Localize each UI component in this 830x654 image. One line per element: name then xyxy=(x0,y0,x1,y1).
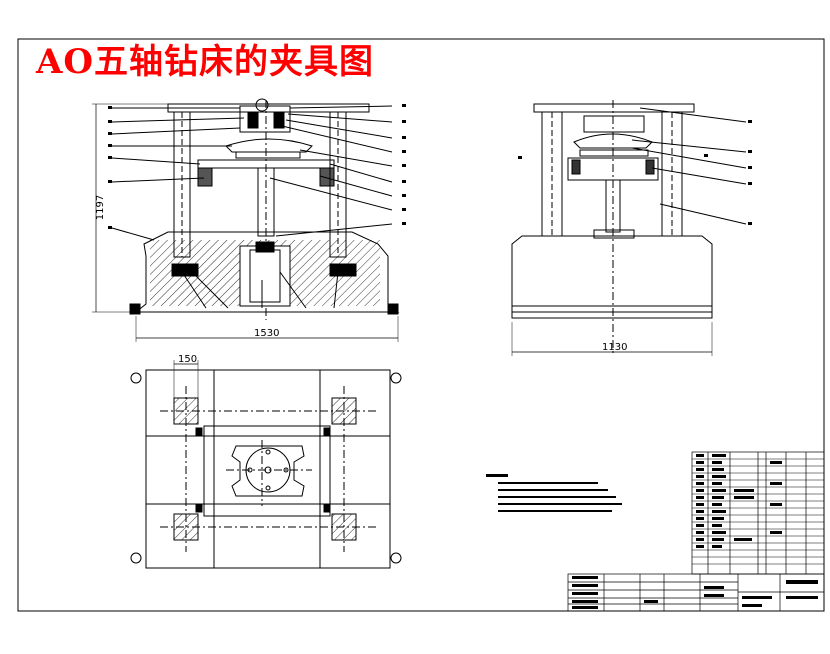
front-view xyxy=(92,98,400,342)
side-view xyxy=(511,100,747,356)
front-width-dimension: 1530 xyxy=(254,328,280,339)
front-view-balloons xyxy=(108,104,406,229)
parts-list-rows xyxy=(692,458,824,565)
parts-list xyxy=(691,451,825,575)
plan-view xyxy=(130,360,402,569)
plan-offset-dimension: 150 xyxy=(178,354,198,365)
side-width-dimension: 1130 xyxy=(602,342,628,353)
sheet-border xyxy=(17,38,825,612)
drawing-title: AO五轴钻床的夹具图 xyxy=(36,42,374,82)
technical-notes xyxy=(486,474,622,512)
side-view-balloons xyxy=(518,120,752,225)
front-height-dimension: 1197 xyxy=(95,194,107,221)
title-block xyxy=(567,573,825,612)
parts-list-marks xyxy=(696,454,782,548)
title-block-marks xyxy=(572,576,818,609)
